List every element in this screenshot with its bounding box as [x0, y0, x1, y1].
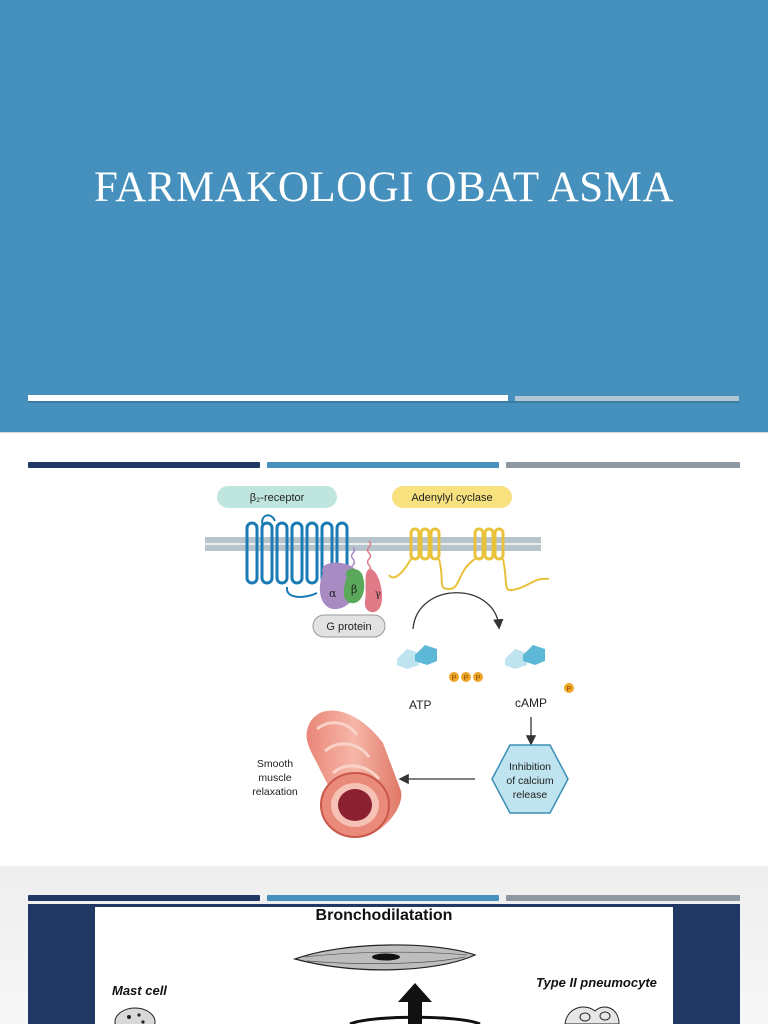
accent-bar-grey [515, 396, 739, 401]
header-bar-grey [506, 895, 740, 901]
relaxation-line-1: Smooth [257, 758, 293, 770]
muscle-nucleus [372, 953, 400, 961]
camp-label: cAMP [515, 696, 547, 710]
atp-label: ATP [409, 698, 431, 712]
receptor-label-pill: β₂-receptor [217, 486, 337, 508]
camp-molecule: P cAMP [505, 645, 574, 710]
header-bar-navy [28, 895, 260, 901]
g-protein-label: G protein [326, 621, 371, 633]
relaxation-line-2: muscle [258, 772, 291, 784]
accent-bar-shadow [28, 401, 739, 403]
atp-molecule: P P P ATP [397, 645, 483, 712]
inhibition-line-2: of calcium [506, 775, 554, 787]
beta-subunit [343, 568, 365, 604]
header-bar-grey [506, 462, 740, 468]
receptor-label: β₂-receptor [250, 492, 305, 504]
atp-phosphate-3: P [476, 675, 481, 682]
type-ii-pneumocyte [564, 1006, 620, 1024]
airway-tube [306, 710, 402, 838]
enzyme-label: Adenylyl cyclase [411, 492, 492, 504]
adenylyl-cyclase [388, 527, 550, 592]
bronchodilatation-arrow [398, 983, 432, 1024]
title-slide: FARMAKOLOGI OBAT ASMA [0, 0, 768, 432]
pneumocyte-label: Type II pneumocyte [536, 975, 657, 990]
header-bar-blue [267, 895, 499, 901]
g-protein-complex: α β γ G protein [312, 540, 386, 638]
atp-phosphate-1: P [452, 675, 457, 682]
beta2-mechanism-slide: β₂-receptor Adenylyl cyclase [0, 432, 768, 867]
enzyme-label-pill: Adenylyl cyclase [392, 486, 512, 508]
cell-membrane [205, 537, 541, 551]
mast-cell-label: Mast cell [112, 983, 167, 998]
accent-bar-white [28, 395, 508, 401]
slide-title: FARMAKOLOGI OBAT ASMA [94, 164, 674, 211]
figure-heading: Bronchodilatation [315, 907, 453, 924]
gamma-subunit [364, 568, 383, 613]
mast-cell [114, 1007, 156, 1024]
conversion-arrow [412, 592, 504, 630]
header-bar-navy [28, 462, 260, 468]
atp-phosphate-2: P [464, 675, 469, 682]
beta2-signaling-diagram: β₂-receptor Adenylyl cyclase [205, 481, 583, 849]
bronchodilatation-slide: Bronchodilatation Mast ce [0, 866, 768, 1024]
alpha-label: α [329, 587, 337, 600]
relaxation-label: Smooth muscle relaxation [252, 758, 298, 798]
inhibition-line-3: release [513, 789, 548, 801]
relaxation-line-3: relaxation [252, 786, 298, 798]
beta-label: β [351, 583, 357, 596]
inhibition-hexagon: Inhibition of calcium release [491, 744, 569, 814]
camp-phosphate: P [567, 686, 572, 693]
header-bar-blue [267, 462, 499, 468]
inhibition-line-1: Inhibition [509, 761, 551, 773]
bronchodilatation-figure: Bronchodilatation Mast ce [95, 907, 673, 1024]
gamma-label: γ [375, 589, 381, 600]
